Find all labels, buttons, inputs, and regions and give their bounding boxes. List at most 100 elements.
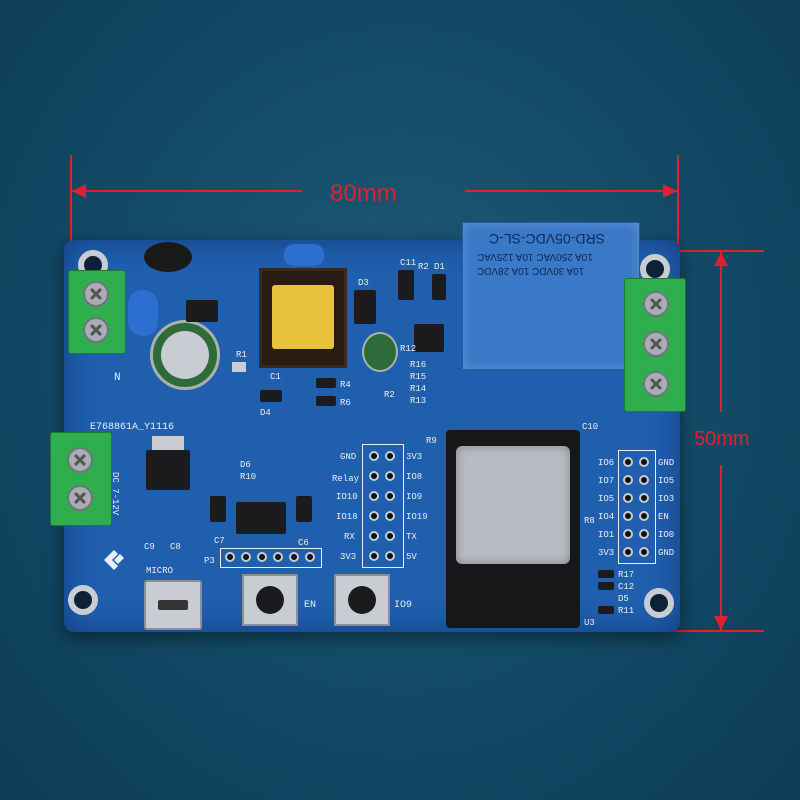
io9-button[interactable] [334,574,390,626]
micro-usb-port[interactable] [144,580,202,630]
header-pin [639,529,649,539]
right-header-left-2: IO5 [598,494,615,504]
dc-power-label: DC 7-12V [110,472,120,516]
width-arrow-left [72,184,86,198]
right-header-right-2: IO3 [658,494,675,504]
right-header-left-1: IO7 [598,476,615,486]
terminal-screw-icon [643,291,669,317]
designator-r9: R9 [426,436,437,446]
right-header-right-4: IO0 [658,530,675,540]
pcb-board: N E768861A_Y1116 DC 7-12V D3 C11 D1 R2 R… [50,222,686,632]
smd-r6 [316,396,336,406]
width-dim-line-right [465,190,677,192]
designator-c9: C9 [144,542,155,552]
en-button[interactable] [242,574,298,626]
terminal-screw-icon [67,485,93,511]
designator-d3: D3 [358,278,369,288]
height-dim-line-bottom [720,465,722,630]
header-pin [623,529,633,539]
designator-p3: P3 [204,556,215,566]
designator-c11: C11 [400,258,417,268]
io-header-middle [362,444,404,568]
header-pin [385,531,395,541]
designator-r8: R8 [584,516,595,526]
smd-d1 [432,274,446,300]
mid-header-label-1: IO8 [406,472,423,482]
width-dim-right-tick [677,155,679,250]
left-header-label-3: IO18 [336,512,358,522]
smd-d4 [260,390,282,402]
designator-r12: R12 [400,344,417,354]
mid-header-label-3: IO19 [406,512,428,522]
mid-header-label-0: 3V3 [406,452,423,462]
terminal-screw-icon [67,447,93,473]
designator-d5: D5 [618,594,629,604]
smd-r4 [316,378,336,388]
capacitor-top [161,331,209,379]
transformer-core [272,285,334,349]
designator-c6: C6 [298,538,309,548]
height-dimension-label: 50mm [694,428,750,450]
designator-r1: R1 [236,350,247,360]
designator-r15: R15 [410,372,427,382]
dc-power-terminal [50,432,112,526]
smd-c6 [296,496,312,522]
smd-c12 [598,582,614,590]
header-pin [623,475,633,485]
designator-r6: R6 [340,398,351,408]
terminal-screw-icon [643,331,669,357]
transformer [259,268,347,368]
small-electrolytic-capacitor [362,332,398,372]
relay: SRD-05VDC-SL-C 10A 250VAC 10A 125VAC 10A… [462,222,640,370]
button-cap [256,586,284,614]
header-pin [369,511,379,521]
smd-r11 [598,606,614,614]
header-pin [639,493,649,503]
designator-r2: R2 [418,262,429,272]
header-pin [369,551,379,561]
smd-r1 [232,362,246,372]
brand-logo-icon [100,546,128,574]
designator-r13: R13 [410,396,427,406]
ic-optocoupler [414,324,444,352]
io-header-right [618,450,656,564]
header-pin [623,547,633,557]
left-header-label-5: 3V3 [340,552,357,562]
designator-c12: C12 [618,582,635,592]
header-pin [369,531,379,541]
header-pin [385,491,395,501]
header-pin [369,451,379,461]
header-pin [623,511,633,521]
mid-header-label-2: IO9 [406,492,423,502]
blue-capacitor [128,290,158,336]
header-pin [289,552,299,562]
right-header-right-5: GND [658,548,675,558]
designator-r17: R17 [618,570,635,580]
left-header-label-2: IO10 [336,492,358,502]
header-pin [639,511,649,521]
height-arrow-bottom [714,616,728,630]
height-dim-top-tick [672,250,764,252]
relay-model-label: SRD-05VDC-SL-C [489,231,605,247]
right-header-right-3: EN [658,512,669,522]
smd-r17 [598,570,614,578]
p3-header [220,548,322,568]
designator-r4: R4 [340,380,351,390]
designator-r16: R16 [410,360,427,370]
mid-header-label-5: 5V [406,552,417,562]
terminal-screw-icon [83,281,109,307]
header-pin [273,552,283,562]
width-dim-left-tick [70,155,72,250]
mounting-hole-bottom-left [68,585,98,615]
ac-n-label: N [114,372,121,384]
header-pin [623,493,633,503]
right-header-right-1: IO5 [658,476,675,486]
right-header-left-0: IO6 [598,458,615,468]
header-pin [639,475,649,485]
height-arrow-top [714,252,728,266]
small-blue-capacitor [284,244,324,266]
micro-usb-label: MICRO [146,566,174,576]
designator-r10: R10 [240,472,257,482]
designator-r2-lower: R2 [384,390,395,400]
diode-d3 [354,290,376,324]
